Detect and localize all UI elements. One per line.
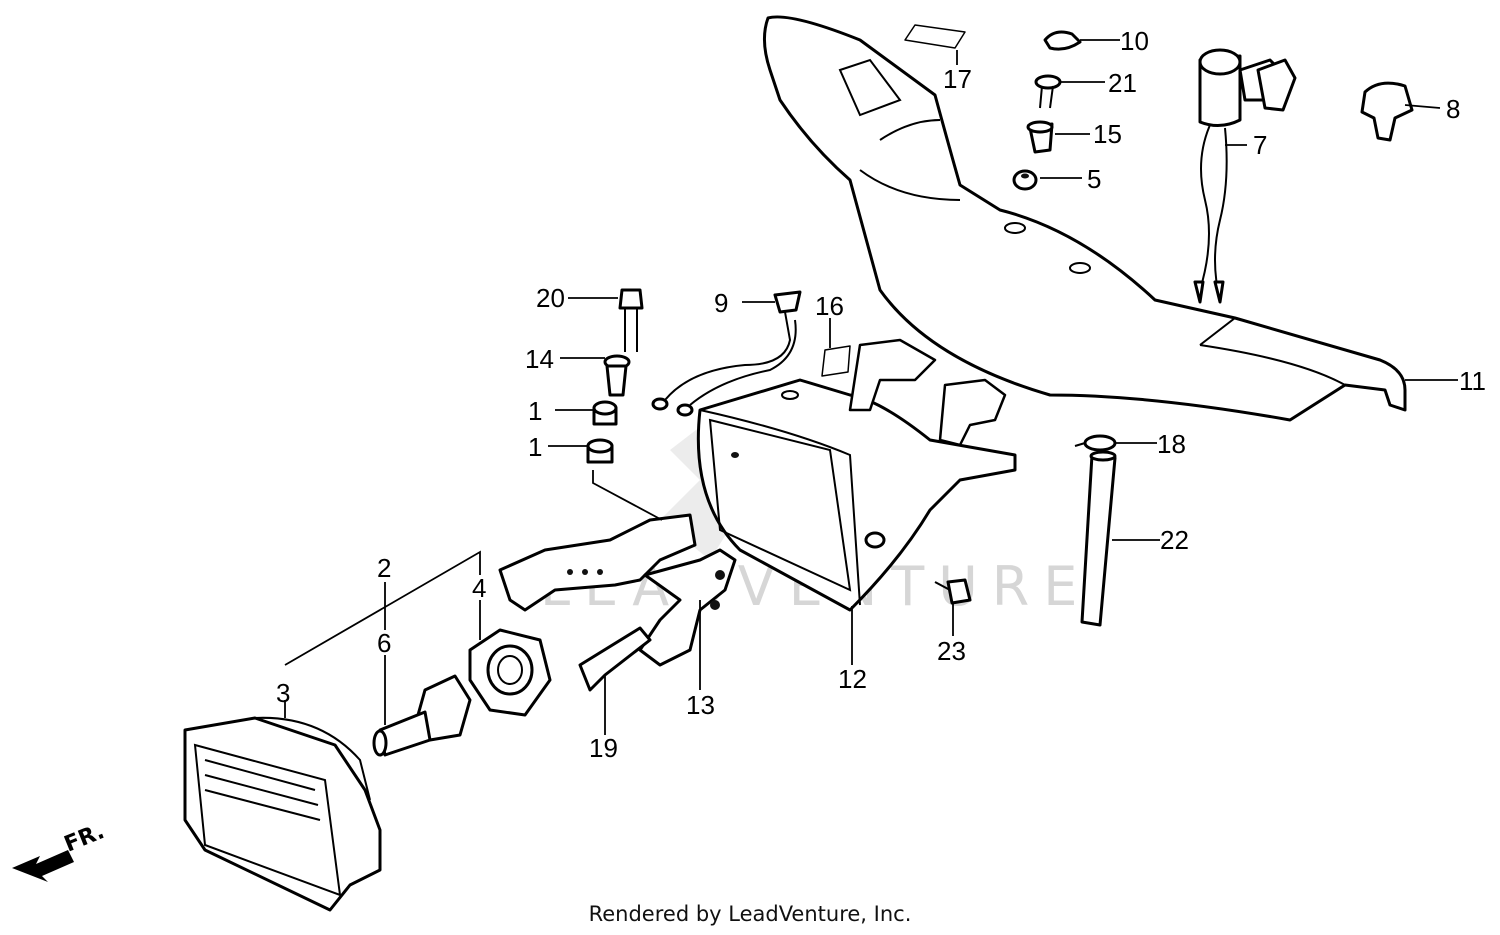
grommet-1b [586,438,614,464]
callout-8: 8 [1446,94,1460,124]
callout-18: 18 [1157,429,1186,459]
callout-12: 12 [838,664,867,694]
bolt-23 [934,578,972,605]
footer-credit: Rendered by LeadVenture, Inc. [588,902,912,926]
headlight-case [696,338,1017,612]
collar-14 [603,354,631,397]
plate-19 [578,626,652,692]
callout-2: 2 [377,553,391,583]
label-plate-16 [821,345,851,377]
key-8 [1360,81,1414,142]
tube-22 [1080,450,1117,627]
front-direction-arrow: FR. [12,819,108,882]
grommet-1a [592,400,618,426]
callout-16: 16 [815,291,844,321]
handlebar-cover [763,15,1407,422]
clip-18 [1074,434,1117,452]
callout-1b: 1 [528,432,542,462]
callout-14: 14 [525,344,554,374]
callout-1a: 1 [528,396,542,426]
front-label: FR. [61,819,108,857]
callout-15: 15 [1093,119,1122,149]
socket-wire-9 [651,290,802,417]
bolt-20 [618,288,644,352]
callout-11: 11 [1459,366,1486,396]
callout-21: 21 [1108,68,1137,98]
callout-5: 5 [1087,164,1101,194]
callout-3: 3 [276,678,290,708]
callout-19: 19 [589,733,618,763]
callout-23: 23 [937,636,966,666]
ignition-switch [1193,48,1297,304]
bulb-6 [372,674,472,757]
leader-lines [284,39,1458,735]
grommet-5 [1012,169,1038,191]
cap-10 [1043,30,1082,51]
callouts: 1 1 2 3 4 5 6 7 8 9 10 11 12 13 14 15 16… [276,26,1486,763]
callout-22: 22 [1160,525,1189,555]
headlight-bracket [498,513,737,667]
headlight-unit-3 [183,716,382,912]
callout-13: 13 [686,690,715,720]
dust-cover-4 [468,628,552,717]
callout-17: 17 [943,64,972,94]
callout-9: 9 [714,288,728,318]
callout-6: 6 [377,628,391,658]
callout-10: 10 [1120,26,1149,56]
callout-4: 4 [472,573,486,603]
screw-21 [1034,74,1062,109]
callout-20: 20 [536,283,565,313]
callout-7: 7 [1253,130,1267,160]
collar-15 [1026,120,1054,154]
label-plate-17 [904,24,966,49]
